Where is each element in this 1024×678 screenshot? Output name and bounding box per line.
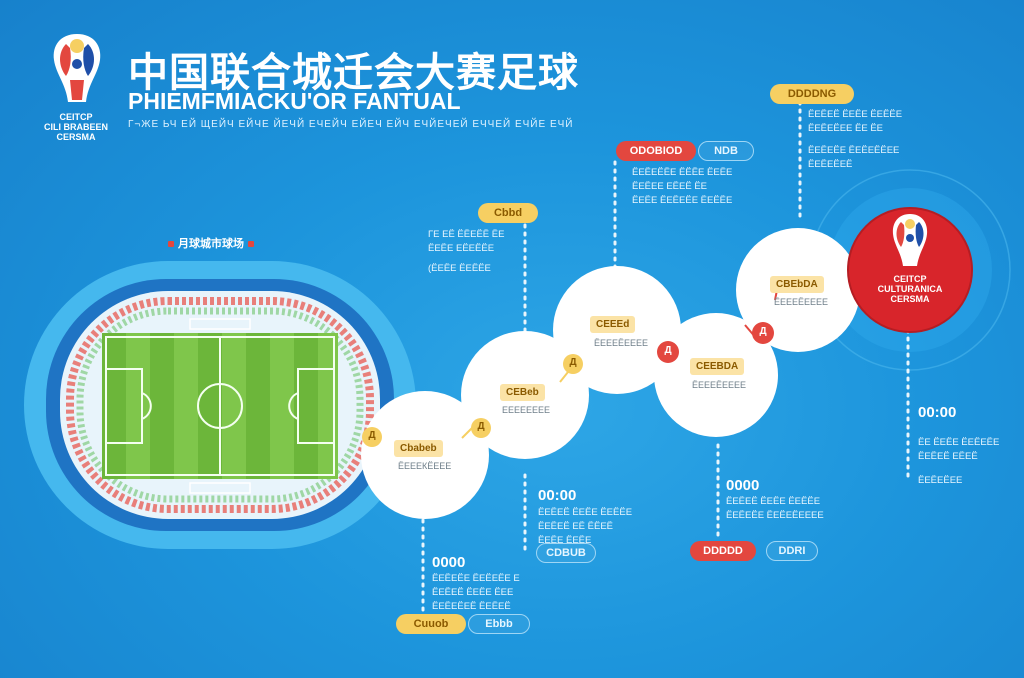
- callout-bottom-yellow-pill: Cuuob: [396, 614, 466, 634]
- callout-bottom-line-3: ЁЕЁЕЁЕЁ ЁЕЁЕЁ: [432, 601, 511, 612]
- callout-top-right-line-4: ЁЕЁЕЁЕЁ: [808, 159, 853, 170]
- callout-bottom-text: ЁЕЁЕЁЕ ЁЕЁЕЁЕ Е ЁЕЁЕЁ ЁЕЁЕ ЁЕЕ ЁЕЁЕЁЕЁ Ё…: [432, 572, 520, 614]
- callout-bottom-time: 0000: [432, 554, 466, 571]
- callout-right-line-3: ЁЕЁЕЁЕЕ: [918, 475, 963, 486]
- callout-mid-outline: CDBUB: [536, 543, 596, 563]
- logo-line-1: CEITCP: [59, 112, 93, 122]
- emblem-badge: [847, 207, 973, 333]
- node-3-sub: ЁЕЕЕЁЕЕЕЕ: [594, 338, 649, 348]
- callout-top-red-pill: ODOBIOD: [616, 141, 696, 161]
- timeline-node-4: [654, 313, 778, 437]
- node-marker-5: [752, 322, 774, 344]
- callout-top-right-text: ЁЕЁЕЁ ЁЕЁЕ ЁЕЁЁЕ ЁЕЁЕЁЕЕ ЁЕ ЁЕ ЁЕЁЕЁЕ ЁЕ…: [808, 108, 902, 172]
- callout-mid-text: ЁЕЁЕЁ ЁЕЁЕ ЁЕЁЁЕ ЁЕЁЕЁ ЕЁ ЁЁЕЁ ЁЕЁЕ ЁЕЁЕ: [538, 506, 632, 548]
- node-2-label: CEBeb: [500, 384, 545, 401]
- goal-top: [189, 318, 251, 330]
- node-marker-1: [362, 427, 382, 447]
- node-5-marker-glyph: Д: [759, 326, 767, 337]
- stadium-label-marker-end-icon: [248, 241, 254, 248]
- callout-top-center-text: ГЕ ЕЁ ЁЁЕЁЁ ЁЕ ЁЕЁЕ ЕЁЕЁЁЕ (ЁЕЁЕ ЁЕЁЁЕ: [428, 228, 504, 276]
- node-marker-2: [471, 418, 491, 438]
- node-marker-3: [563, 354, 583, 374]
- callout-lower-mid-text: ЁЕЁЕЁ ЁЕЁЕ ЁЕЁЁЕ ЁЕЁЕЁЕ ЁЕЁЕЁЕЕЕЕ: [726, 495, 824, 523]
- node-3-marker-glyph: Д: [569, 357, 577, 368]
- callout-top-right-pill: DDDDNG: [770, 84, 854, 104]
- emblem-caption: CEITCP CULTURANICA CERSMA: [858, 274, 962, 304]
- emblem-line-1: CEITCP: [893, 274, 927, 284]
- stadium-label-marker-icon: [168, 241, 174, 248]
- callout-top-red-text: ЁЕЁЕЁЁЕ ЁЁЁЕ ЁЕЁЕ ЁЕЁЕЕ ЕЁЕЁ ЁЕ ЁЕЁЕ ЁЕЁ…: [632, 166, 732, 208]
- logo-line-2: CILI BRABEEN: [43, 122, 108, 132]
- callout-bottom-line-1: ЁЕЁЕЁЕ ЁЕЁЕЁЕ Е: [432, 573, 520, 584]
- callout-mid-line-3: ЁЕЁЕ ЁЕЁЕ: [538, 535, 592, 546]
- emblem-line-2: CULTURANICA: [877, 284, 943, 294]
- callout-bottom-line-2: ЁЕЁЕЁ ЁЕЁЕ ЁЕЕ: [432, 587, 514, 598]
- node-4-label: CEEBDA: [690, 358, 745, 375]
- node-4-sub: ЁЕЕЕЁЕЕЕЕ: [692, 380, 747, 390]
- stadium-label: 月球城市球场: [168, 235, 254, 251]
- callout-top-center-pill: Cbbd: [478, 203, 538, 223]
- callout-top-red-line-1: ЁЕЁЕЁЁЕ ЁЁЁЕ ЁЕЁЕ: [632, 167, 733, 178]
- football-pitch: [102, 333, 338, 479]
- stadium-label-text: 月球城市球场: [178, 238, 244, 250]
- node-1-marker-glyph: Д: [368, 430, 376, 441]
- callout-mid-time: 00:00: [538, 487, 577, 504]
- node-2-marker-glyph: Д: [477, 421, 485, 432]
- callout-top-center-line-1: ГЕ ЕЁ ЁЁЕЁЁ ЁЕ: [428, 229, 505, 240]
- callout-mid-line-2: ЁЕЁЕЁ ЕЁ ЁЁЕЁ: [538, 521, 614, 532]
- callout-lower-mid-red-pill: DDDDD: [690, 541, 756, 561]
- callout-bottom-outline-pill: Ebbb: [468, 614, 530, 634]
- callout-right-time: 00:00: [918, 404, 957, 421]
- logo-line-3: CERSMA: [56, 132, 96, 142]
- stadium-seats-green: [76, 307, 364, 503]
- node-marker-4: [657, 341, 679, 363]
- callout-top-right-line-2: ЁЕЁЕЁЕЕ ЁЕ ЁЕ: [808, 123, 884, 134]
- callout-top-red-line-3: ЁЕЁЕ ЁЕЁЕЁЕ ЁЕЁЁЕ: [632, 195, 733, 206]
- callout-lower-mid-outline-pill: DDRI: [766, 541, 818, 561]
- callout-top-center-line-2: ЁЕЁЕ ЕЁЕЁЁЕ: [428, 243, 495, 254]
- callout-top-right-line-1: ЁЕЁЕЁ ЁЕЁЕ ЁЕЁЁЕ: [808, 109, 903, 120]
- logo-caption: CEITCP CILI BRABEEN CERSMA: [36, 112, 116, 142]
- node-3-label: CEEEd: [590, 316, 636, 333]
- node-2-sub: ЕЕЕЕЕЕЕЕ: [502, 405, 551, 415]
- callout-right-line-1: ЁЕ ЁЕЁЕ ЁЕЁЕЁЕ: [918, 437, 1000, 448]
- callout-lower-mid-line-1: ЁЕЁЕЁ ЁЕЁЕ ЁЕЁЁЕ: [726, 496, 821, 507]
- page-subtitle: Г¬ЖЕ ЬЧ ЕЙ ЩЕЙЧ ЕЙЧЕ ЙЕЧЙ ЕЧЕЙЧ ЕЙЕЧ ЕЙЧ…: [128, 119, 574, 130]
- emblem-trophy-icon: [892, 214, 928, 266]
- page-title: 中国联合城迁会大赛足球: [128, 51, 579, 95]
- node-1-label: Cbabeb: [394, 440, 443, 457]
- stadium-diagram: [24, 261, 416, 549]
- node-1-sub: ЁЕЕЕКЁЕЕЕ: [398, 461, 452, 471]
- callout-lower-mid-time: 0000: [726, 477, 760, 494]
- page-title-english: PHIEMFMIACKU'OR FANTUAL: [128, 88, 461, 114]
- callout-top-red-line-2: ЁЕЁЕЕ ЕЁЕЁ ЁЕ: [632, 181, 708, 192]
- callout-right-line-2: ЁЕЁЕЁ ЕЁЕЁ: [918, 451, 978, 462]
- callout-mid-line-1: ЁЕЁЕЁ ЁЕЁЕ ЁЕЁЁЕ: [538, 507, 633, 518]
- callout-top-red-outline: NDB: [698, 141, 754, 161]
- node-5-label: CBEbDA: [770, 276, 824, 293]
- node-4-marker-glyph: Д: [664, 345, 672, 356]
- stadium-seats-red: [66, 297, 374, 513]
- callout-lower-mid-line-2: ЁЕЁЕЁЕ ЁЕЁЕЁЕЕЕЕ: [726, 510, 824, 521]
- emblem-line-3: CERSMA: [890, 294, 930, 304]
- callout-top-right-line-3: ЁЕЁЕЁЕ ЁЕЁЕЁЁЕЕ: [808, 145, 900, 156]
- node-5-sub: ЁЕЕЕЁЕЕЕЕ: [774, 297, 829, 307]
- tournament-logo-icon: [53, 34, 101, 102]
- callout-right-text: ЁЕ ЁЕЁЕ ЁЕЁЕЁЕ ЁЕЁЕЁ ЕЁЕЁ ЁЕЁЕЁЕЕ: [918, 436, 999, 488]
- goal-bottom: [189, 482, 251, 494]
- callout-top-center-line-3: (ЁЕЁЕ ЁЕЁЁЕ: [428, 263, 491, 274]
